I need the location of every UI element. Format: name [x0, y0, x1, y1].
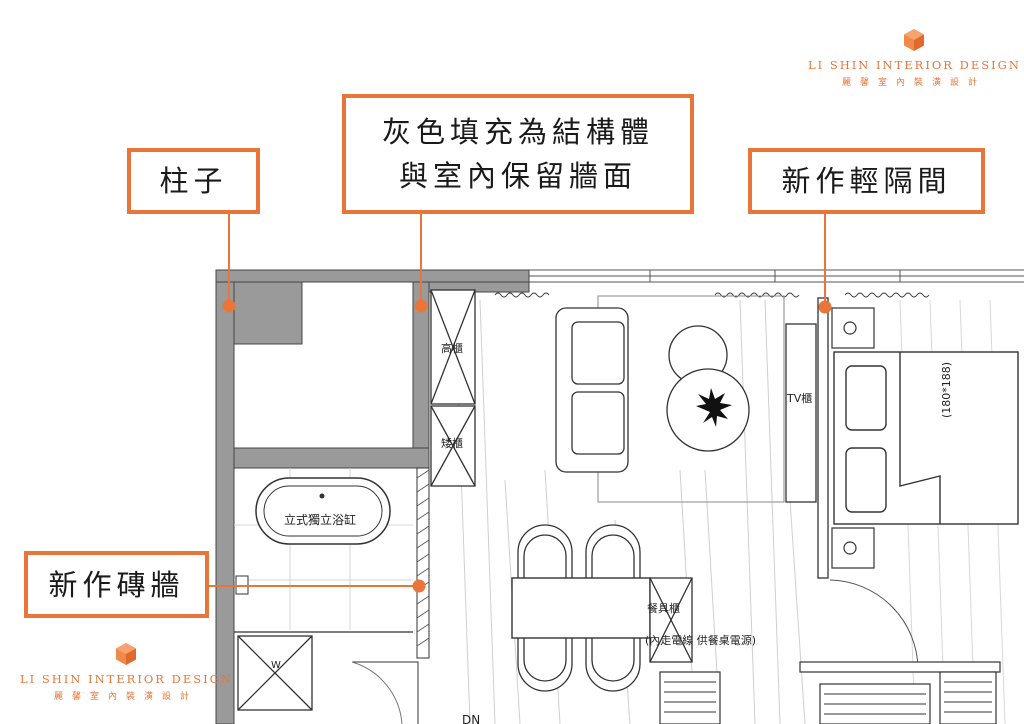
bottom-cabinets — [659, 661, 1001, 724]
shower-box — [237, 635, 313, 711]
cabinet-slats — [664, 681, 992, 715]
leader-lines — [208, 213, 832, 593]
label-dish-cabinet: 餐具櫃 — [647, 601, 680, 615]
brick-wall — [416, 467, 430, 659]
callout-partition-text: 新作輕隔間 — [781, 164, 952, 198]
callout-pillar: 柱子 — [127, 148, 260, 214]
hexagon-cube-icon — [116, 643, 136, 665]
leader-dot-structure — [414, 299, 428, 313]
brand-name-en: LI SHIN INTERIOR DESIGN — [808, 58, 1021, 72]
label-dining-note: (內走電線 供餐桌電源) — [645, 633, 756, 647]
top-wall-stub — [428, 281, 530, 293]
dining-table — [511, 577, 651, 639]
plant-icon — [696, 388, 732, 427]
label-tv-cabinet: TV櫃 — [786, 391, 812, 405]
brand-bottom: LI SHIN INTERIOR DESIGN 麗馨室內裝潢設計 — [20, 642, 232, 702]
callout-structure-line2: 與室內保留牆面 — [398, 159, 637, 193]
label-low-cabinet: 矮櫃 — [441, 436, 463, 450]
leader-dot-pillar — [222, 299, 236, 313]
dining-chairs — [517, 524, 641, 692]
brand-top: LI SHIN INTERIOR DESIGN 麗馨室內裝潢設計 — [808, 28, 1020, 88]
brand-name-en: LI SHIN INTERIOR DESIGN — [20, 672, 233, 686]
top-wall-left — [215, 269, 530, 283]
callout-structure-line1: 灰色填充為結構體 — [381, 115, 654, 149]
curtains — [494, 292, 930, 298]
inner-wall-horizontal — [233, 447, 430, 469]
callout-structure: 灰色填充為結構體 與室內保留牆面 — [342, 94, 694, 214]
label-bed-size: (180*188) — [940, 362, 953, 418]
callout-partition: 新作輕隔間 — [748, 148, 985, 214]
hexagon-cube-icon — [904, 29, 924, 51]
light-partition — [817, 297, 829, 579]
door-swing — [829, 579, 919, 669]
label-stair-down: DN — [462, 713, 480, 724]
label-bathtub: 立式獨立浴缸 — [284, 512, 356, 527]
callout-brick-wall-text: 新作磚牆 — [48, 567, 185, 602]
bed — [833, 351, 1019, 525]
window-line — [529, 269, 1024, 283]
nightstands — [831, 307, 875, 569]
coffee-tables — [666, 325, 750, 452]
sofa — [555, 307, 629, 473]
label-tall-cabinet: 高櫃 — [441, 341, 463, 355]
tall-cabinet — [430, 289, 476, 405]
brand-name-zh: 麗馨室內裝潢設計 — [53, 692, 198, 702]
tv-cabinet — [785, 323, 817, 503]
leader-dot-brick — [412, 579, 426, 593]
callout-brick-wall: 新作磚牆 — [24, 551, 209, 618]
bathtub — [255, 477, 391, 545]
dish-cabinet — [649, 577, 693, 663]
callout-pillar-text: 柱子 — [159, 164, 228, 198]
leader-dot-partition — [818, 300, 832, 314]
brand-name-zh: 麗馨室內裝潢設計 — [841, 78, 986, 88]
label-shower: W — [271, 660, 281, 671]
low-cabinet — [430, 405, 476, 487]
